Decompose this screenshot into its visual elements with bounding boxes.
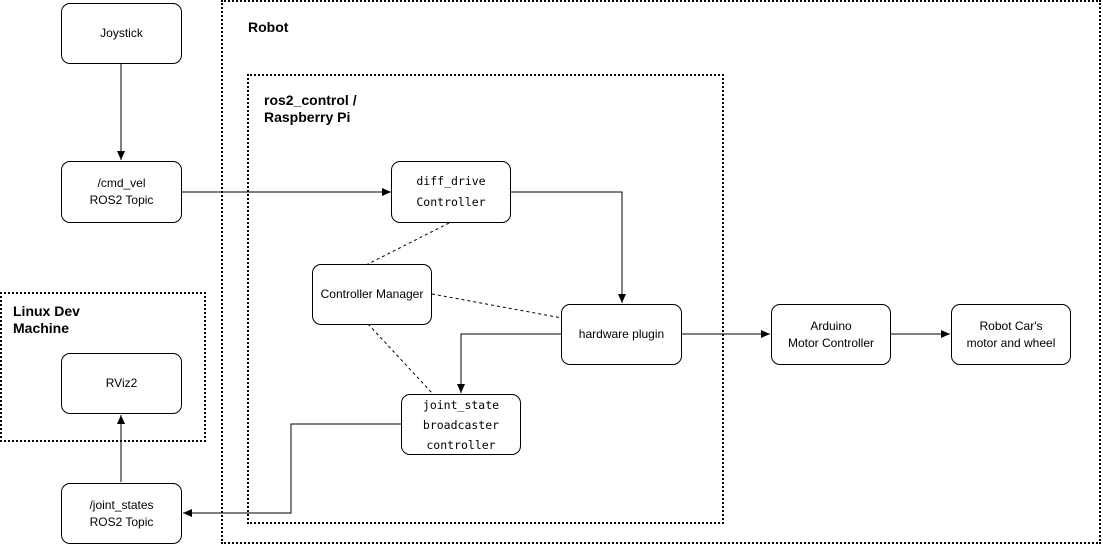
arduino-motor-controller-node[interactable]: Arduino Motor Controller bbox=[771, 304, 891, 365]
edge-controller-manager-to-diff-drive bbox=[365, 221, 452, 266]
rviz2-node[interactable]: RViz2 bbox=[61, 353, 182, 414]
joint-states-topic-node[interactable]: /joint_states ROS2 Topic bbox=[61, 483, 182, 544]
robot-frame-label: Robot bbox=[248, 19, 289, 35]
cmd-vel-topic-node[interactable]: /cmd_vel ROS2 Topic bbox=[61, 161, 182, 223]
robot-car-motor-node[interactable]: Robot Car's motor and wheel bbox=[951, 304, 1071, 365]
edge-controller-manager-to-hardware-plugin bbox=[431, 293, 563, 319]
edge-joint-state-to-joint-states bbox=[183, 423, 401, 517]
ros2-control-frame-label: ros2_control / Raspberry Pi bbox=[264, 92, 357, 125]
joystick-node[interactable]: Joystick bbox=[61, 3, 182, 64]
ros2-control-frame bbox=[247, 74, 724, 524]
linux-dev-frame bbox=[0, 292, 206, 442]
diff-drive-controller-node[interactable]: diff_drive Controller bbox=[391, 161, 511, 223]
linux-dev-frame-label: Linux Dev Machine bbox=[13, 303, 80, 336]
edge-controller-manager-to-joint-state bbox=[367, 323, 433, 394]
edge-hardware-plugin-to-joint-state bbox=[457, 333, 562, 393]
joint-state-broadcaster-node[interactable]: joint_state broadcaster controller bbox=[401, 394, 521, 455]
controller-manager-node[interactable]: Controller Manager bbox=[312, 264, 432, 325]
robot-frame bbox=[221, 0, 1101, 544]
hardware-plugin-node[interactable]: hardware plugin bbox=[561, 304, 682, 365]
edge-diff-drive-to-hardware-plugin bbox=[511, 191, 626, 303]
